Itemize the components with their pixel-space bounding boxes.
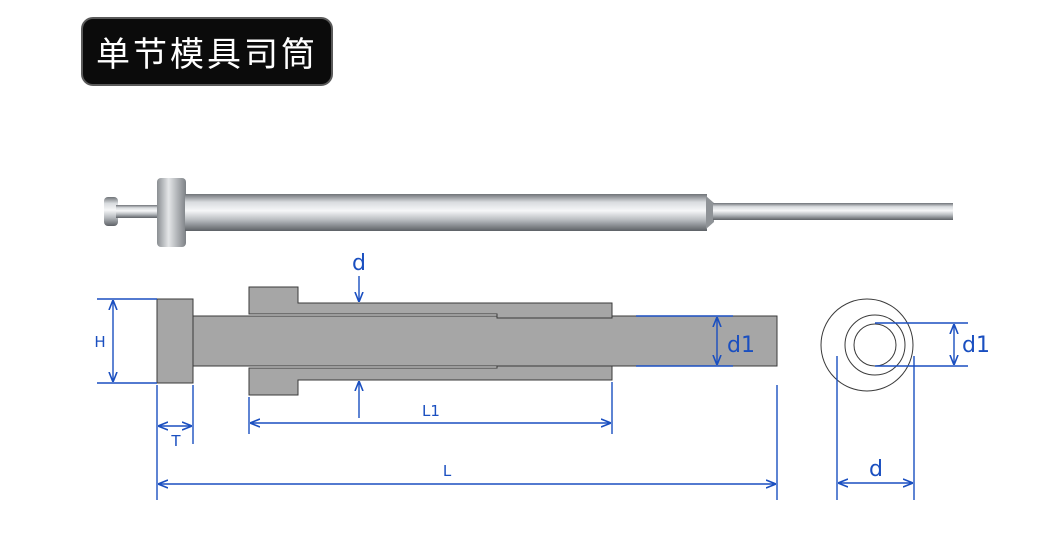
sleeve-lower <box>248 365 613 396</box>
label-H: H <box>94 333 105 351</box>
inner-circle <box>853 323 897 367</box>
dimension-lines <box>97 276 778 500</box>
label-d1-pin: d1 <box>727 333 755 358</box>
sleeve-upper <box>248 286 613 319</box>
product-photo <box>104 178 953 247</box>
title-badge: 单节模具司筒 <box>81 17 333 86</box>
label-d-bottom: d <box>869 457 883 482</box>
pin-body <box>192 315 778 367</box>
label-d-top: d <box>352 251 366 276</box>
head-part <box>156 298 194 384</box>
label-d1-circle: d1 <box>962 333 990 358</box>
taper <box>706 196 714 229</box>
drawing-parts <box>156 286 778 396</box>
end-view <box>820 298 968 500</box>
label-T: T <box>170 432 181 450</box>
main-sleeve-body <box>185 194 707 231</box>
neck <box>116 205 160 218</box>
pin-section <box>713 203 953 220</box>
label-L: L <box>443 462 452 480</box>
flange <box>157 178 186 247</box>
page-title: 单节模具司筒 <box>96 35 318 75</box>
head-cap <box>104 197 118 226</box>
label-L1: L1 <box>422 402 440 420</box>
